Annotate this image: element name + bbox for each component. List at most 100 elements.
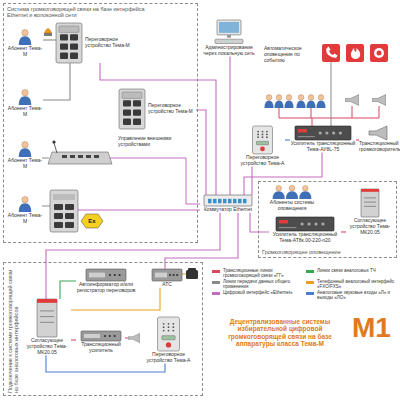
mk-icon (364, 197, 376, 198)
device-caption: Абонент Тема-М (7, 213, 43, 225)
device-node: Трансляционный громкоговоритель (359, 126, 397, 153)
horn-speaker (128, 333, 140, 342)
ex-panel (54, 213, 63, 219)
rack-icon (176, 274, 178, 276)
event-icons (322, 44, 388, 62)
connector-line (250, 213, 269, 232)
amp-icon (325, 131, 328, 134)
mk-icon (40, 310, 54, 311)
region-title: Система громкоговорящей связи на базе ин… (4, 4, 160, 21)
group-icon (289, 185, 295, 191)
horn-speaker (128, 95, 386, 343)
temaA-icon (257, 131, 259, 133)
mk-icon (361, 189, 379, 192)
horn-speaker (345, 95, 359, 106)
desk-console (48, 152, 112, 164)
temaA-icon (168, 326, 170, 328)
subscriber-group (285, 95, 294, 108)
sw-icon (238, 199, 242, 203)
device-caption: АТС (151, 282, 183, 288)
telephone (186, 270, 198, 279)
person-icon (19, 29, 32, 45)
temaA-icon (163, 323, 165, 325)
panel-icon (56, 23, 82, 63)
device-caption: Администрирование через локальную сеть (198, 45, 260, 57)
sw-icon (208, 199, 212, 203)
ex-panel (65, 213, 74, 219)
connector-line (285, 139, 290, 140)
sheet-code: M1 (352, 314, 398, 342)
device-node: Абонент Тема-М (7, 196, 43, 225)
person-icon (22, 89, 28, 95)
event-icons (351, 48, 360, 59)
wire (42, 158, 49, 159)
temaA-icon (172, 326, 174, 328)
legend-swatch (306, 270, 314, 273)
mk-icon (40, 316, 54, 317)
panel-icon (133, 100, 141, 106)
wire (78, 210, 200, 211)
subscriber-group (265, 95, 274, 108)
rack-icon (114, 274, 116, 276)
mk-icon (37, 299, 57, 303)
sw-icon (204, 195, 252, 206)
rack-icon (81, 331, 121, 341)
rack-icon (109, 335, 111, 337)
person-icon (19, 96, 32, 105)
event-icons (377, 51, 382, 56)
panel-icon (133, 119, 141, 125)
ex-panel (54, 222, 63, 228)
sw-icon (204, 195, 252, 206)
temaA-icon (168, 330, 170, 332)
rack-icon (104, 335, 106, 337)
device-caption: Переговорное устройство Тема-А (141, 352, 196, 364)
desk-console (62, 155, 67, 158)
wire (42, 206, 50, 207)
telephone (188, 268, 196, 271)
edge-group (43, 40, 359, 372)
panel-icon (70, 43, 78, 49)
connector-line (341, 231, 346, 232)
sw-icon (218, 199, 222, 203)
mk-icon (37, 299, 57, 337)
computer-icon (227, 35, 231, 38)
amp-icon (298, 136, 315, 137)
rack-icon (86, 269, 126, 281)
device-caption: Усилитель трансляционный Тема-АТ8к.00-22… (269, 232, 341, 244)
temaA-icon (168, 323, 170, 325)
event-icons (370, 44, 388, 62)
device-caption: Абонент Тема-М (7, 158, 43, 170)
temaA-icon (253, 126, 273, 154)
legend-swatch (306, 292, 314, 295)
temaA-icon (257, 136, 259, 138)
temaA-icon (257, 134, 259, 136)
ex-panel (50, 190, 78, 232)
temaA-icon (262, 131, 264, 133)
panel-icon (60, 43, 68, 49)
group-icon (286, 191, 298, 199)
temaA-icon (266, 134, 268, 136)
device-node: Коммутатор Ethernet (200, 195, 256, 213)
person-icon (19, 36, 32, 45)
amp-icon (295, 126, 351, 140)
legend-item: Линии передачи данных общего применения (212, 279, 304, 289)
device-node: Переговорное устройство Тема-А (141, 317, 196, 364)
desk-console (54, 143, 57, 153)
beacon-lamp (44, 33, 52, 36)
sw-icon (233, 199, 237, 203)
device-node: Автоинформатор и/или регистратор перегов… (76, 269, 136, 294)
panel-icon (119, 89, 145, 129)
sw-icon (223, 199, 227, 203)
computer-icon (219, 22, 239, 33)
group-icon (299, 191, 311, 199)
legend-text: Линии связи аналоговых ТЧ (317, 268, 376, 273)
telephone (186, 268, 198, 279)
group-icon (303, 185, 309, 191)
region-title: Подключение к системе громкоговорящей св… (7, 269, 20, 393)
rack-icon (84, 334, 100, 338)
subscriber-group (307, 95, 316, 108)
connector-line (251, 167, 252, 196)
connector-line (60, 281, 76, 299)
ex-label: Ex (81, 214, 103, 228)
device-node: Переговорное устройство Тема-А (240, 126, 285, 167)
